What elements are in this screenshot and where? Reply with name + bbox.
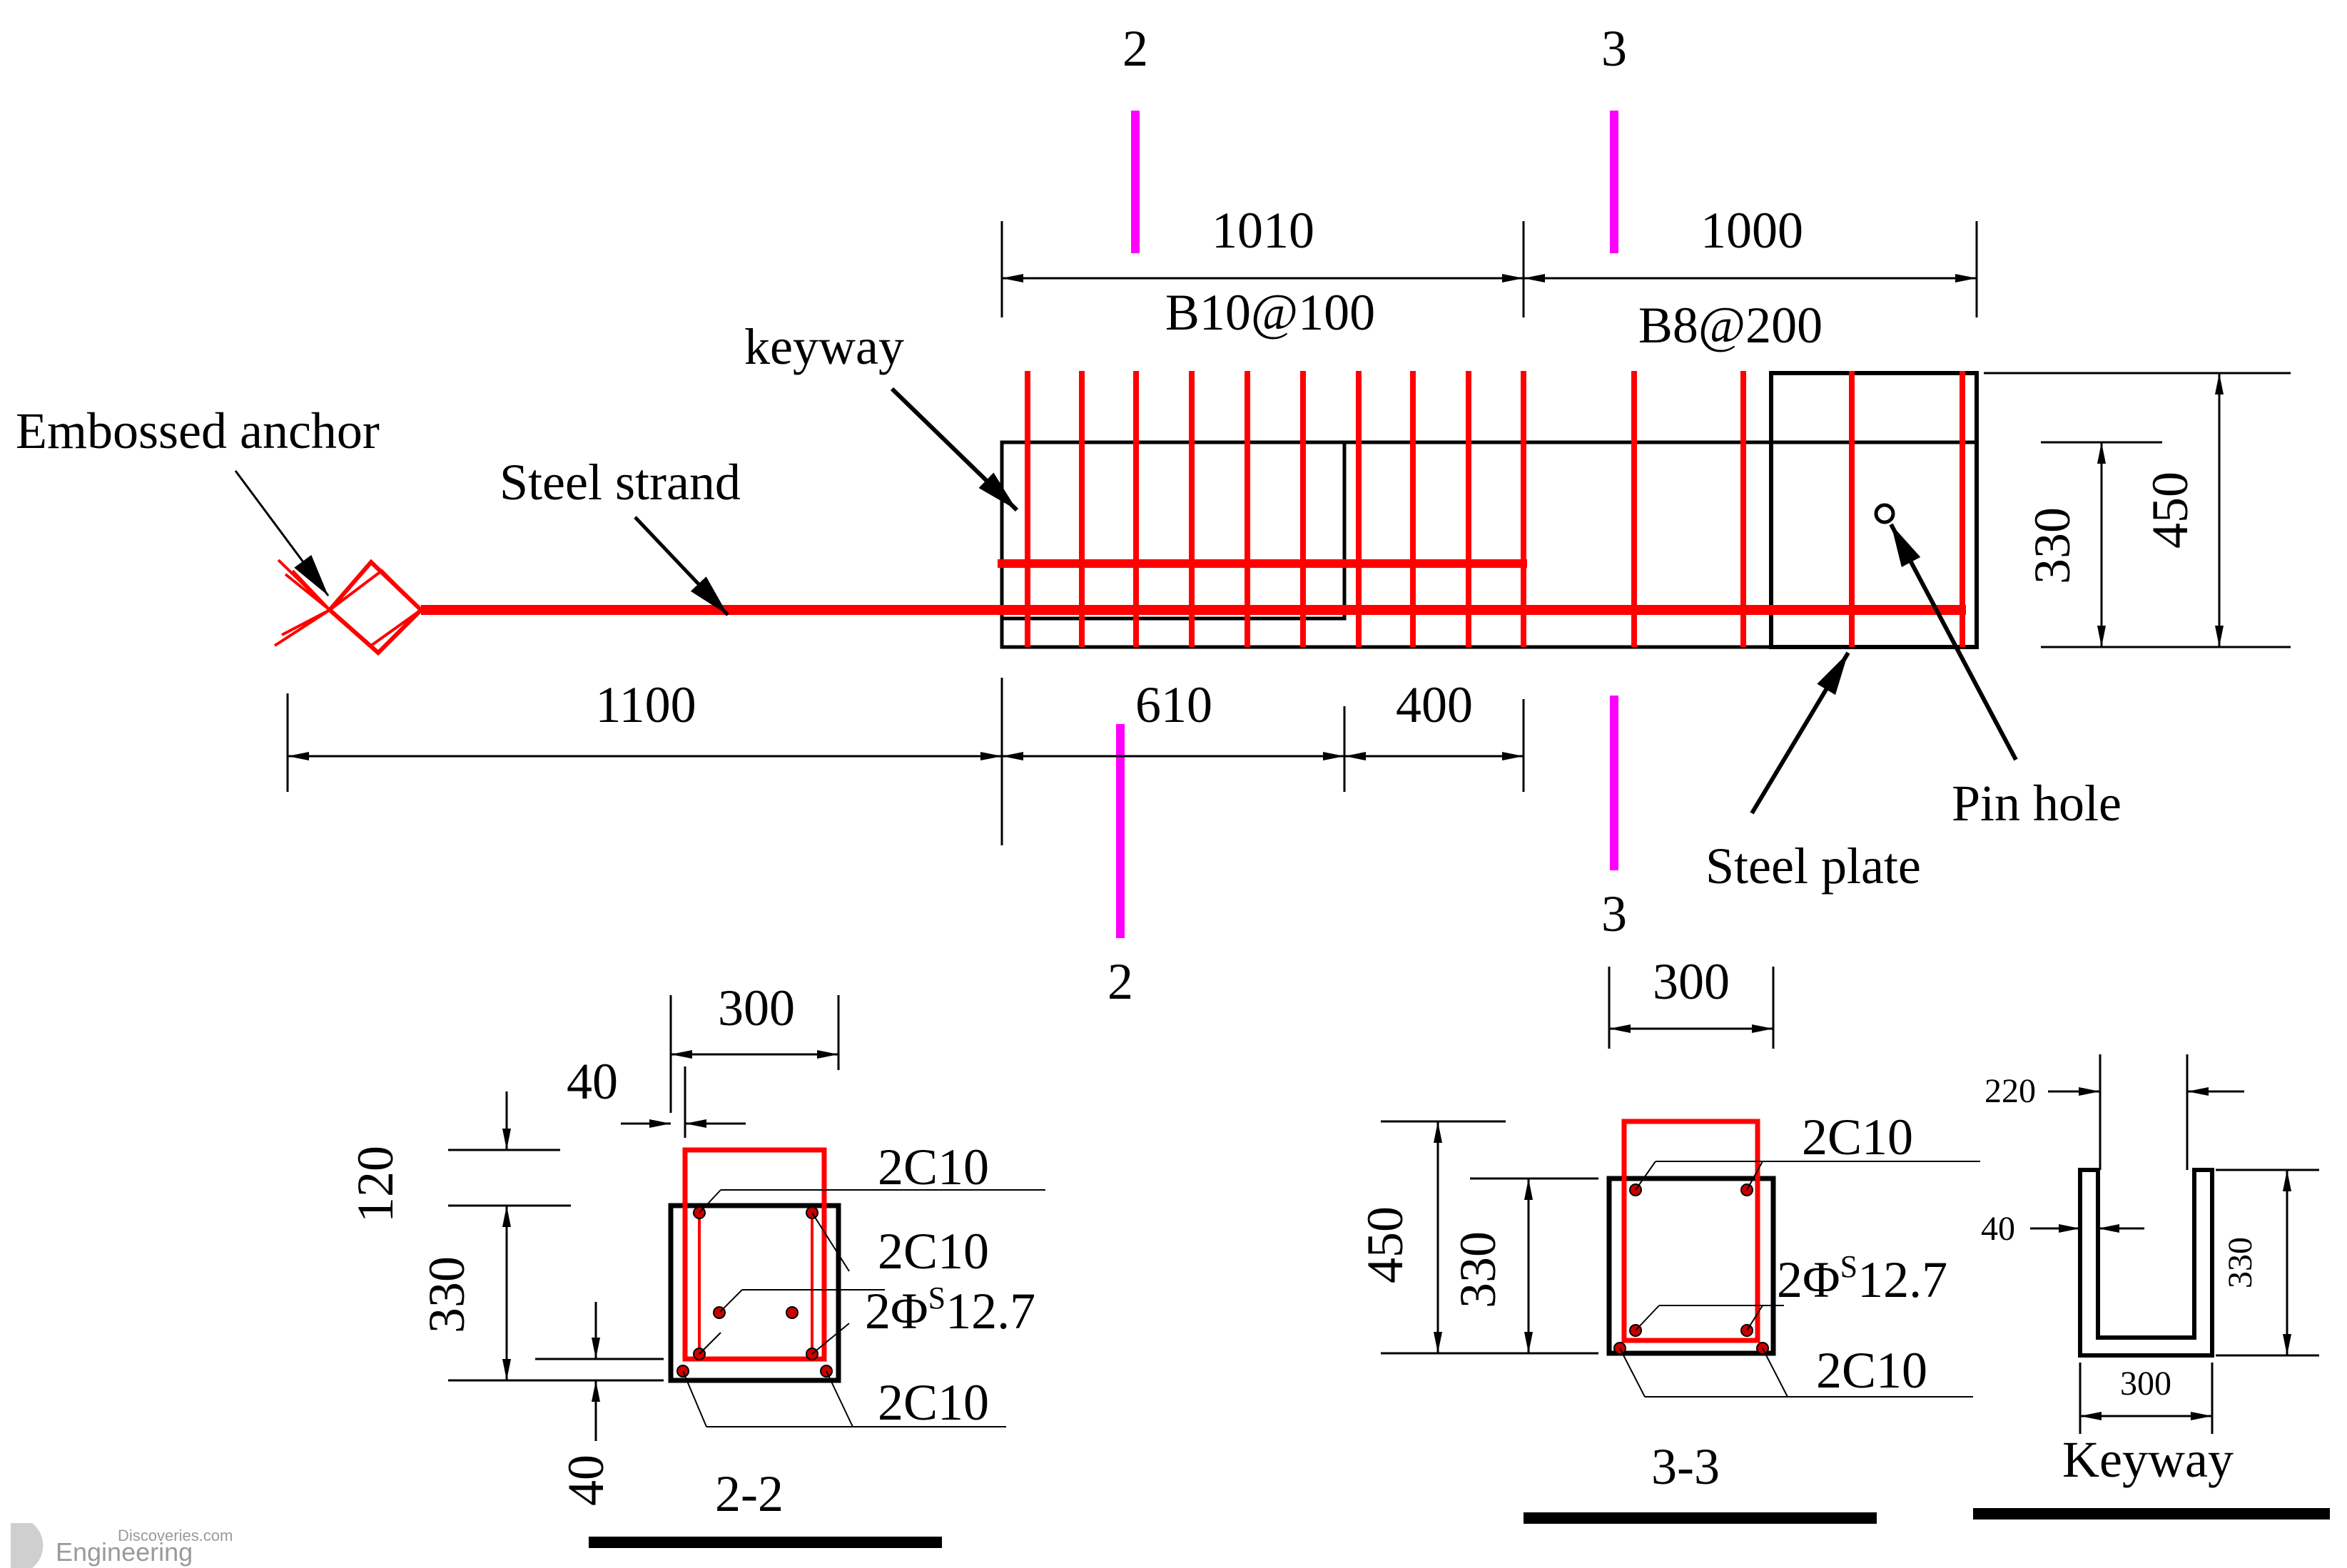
watermark-line1: Discoveries.com <box>118 1527 233 1544</box>
keyway-opening-label: 220 <box>1984 1072 2036 1110</box>
callouts: keyway Embossed anchor Steel strand Stee… <box>16 318 2122 895</box>
dimension-1100-label: 1100 <box>595 676 696 733</box>
section-label-2-top: 2 <box>1122 20 1148 77</box>
section-label-3-top: 3 <box>1601 20 1627 77</box>
section-3-3-title: 3-3 <box>1651 1438 1720 1495</box>
stirrup-dense-label: B10@100 <box>1165 284 1375 341</box>
section-2-2-cover-bottom-label: 40 <box>557 1455 614 1506</box>
watermark-logo: Discoveries.com Engineering <box>11 1523 233 1568</box>
embossed-anchor-callout: Embossed anchor <box>16 402 380 459</box>
keyway-wall-label: 40 <box>1981 1210 2015 1248</box>
section-2-2-height-120-label: 120 <box>347 1146 404 1223</box>
dimension-450-label: 450 <box>2141 472 2199 549</box>
section-3-3-outline <box>1606 1176 1776 1356</box>
elevation-view: 2 3 2 3 1010 1000 B10@100 B8@200 <box>16 20 2291 1010</box>
watermark-line2: Engineering <box>56 1537 193 1567</box>
section-label-2-bottom: 2 <box>1107 953 1133 1010</box>
section-3-3-height-450-label: 450 <box>1357 1206 1414 1283</box>
section-2-2-width-label: 300 <box>718 979 795 1037</box>
concrete-block <box>1000 440 1979 649</box>
dimension-1000-label: 1000 <box>1700 202 1803 259</box>
keyway-outline <box>1000 440 1347 621</box>
stirrups <box>998 371 1965 647</box>
keyway-channel <box>2078 1168 2214 1358</box>
top-dimension-lines: 1010 1000 B10@100 B8@200 <box>1000 202 1978 354</box>
section-2-2-height-330-label: 330 <box>418 1256 475 1333</box>
keyway-height-label: 330 <box>2221 1237 2259 1288</box>
section-2-2-bar-top: 2C10 <box>878 1139 989 1196</box>
steel-strand-callout: Steel strand <box>500 454 741 511</box>
strand-and-anchor <box>273 559 1966 656</box>
dimension-610-label: 610 <box>1135 676 1212 733</box>
section-3-3-bar-top: 2C10 <box>1802 1109 1913 1166</box>
section-3-3-stirrup <box>1621 1119 1760 1343</box>
section-2-2-strand: 2ΦS12.7 <box>865 1281 1035 1340</box>
section-2-2-title: 2-2 <box>715 1465 784 1522</box>
section-2-2-bar-mid: 2C10 <box>878 1223 989 1280</box>
keyway-callout: keyway <box>744 318 904 375</box>
section-2-2-outline <box>668 1203 841 1383</box>
beam-outline <box>1000 371 1979 649</box>
keyway-section: 220 40 330 300 Keyway <box>1973 1054 2330 1519</box>
bottom-dimension-lines: 1100 610 400 <box>286 676 1525 845</box>
dimension-400-label: 400 <box>1396 676 1473 733</box>
section-2-2-bar-bottom: 2C10 <box>878 1374 989 1431</box>
section-3-3-strand: 2ΦS12.7 <box>1777 1249 1947 1308</box>
section-marks: 2 3 2 3 <box>1107 20 1627 1010</box>
dimension-330-label: 330 <box>2024 507 2081 584</box>
keyway-section-title: Keyway <box>2062 1431 2234 1488</box>
section-label-3-bottom: 3 <box>1601 885 1627 942</box>
right-dimension-lines: 330 450 <box>1984 372 2291 648</box>
pin-hole-callout: Pin hole <box>1952 775 2122 832</box>
section-3-3-height-330-label: 330 <box>1449 1231 1506 1308</box>
section-2-2-cover-top-label: 40 <box>567 1053 618 1110</box>
pin-hole <box>1874 503 1895 524</box>
keyway-width-label: 300 <box>2120 1365 2171 1402</box>
section-2-2: 2C10 2C10 2ΦS12.7 2C10 300 40 120 330 40… <box>347 979 1045 1548</box>
section-3-3-bar-bottom: 2C10 <box>1816 1342 1927 1399</box>
steel-plate-callout: Steel plate <box>1705 838 1921 895</box>
steel-plate <box>1769 371 1979 649</box>
section-2-2-stirrup <box>682 1147 827 1362</box>
section-3-3: 2C10 2ΦS12.7 2C10 300 450 330 3-3 <box>1357 953 1980 1524</box>
stirrup-sparse-label: B8@200 <box>1638 297 1823 354</box>
logo-icon <box>11 1523 44 1568</box>
section-3-3-width-label: 300 <box>1653 953 1730 1010</box>
dimension-1010-label: 1010 <box>1212 202 1314 259</box>
